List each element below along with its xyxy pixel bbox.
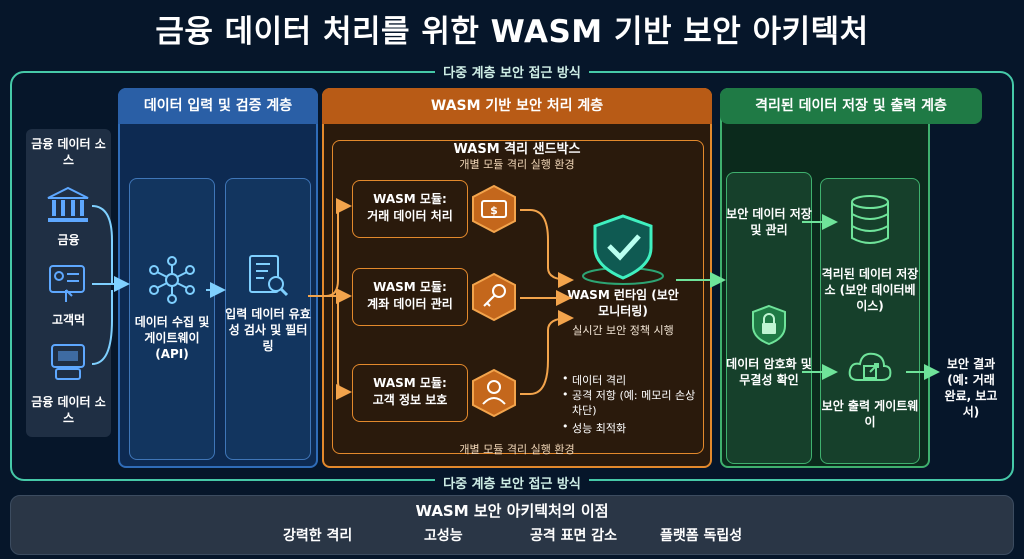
cloud-output-icon [848, 352, 892, 381]
storage-output-header: 격리된 데이터 저장 및 출력 계층 [720, 88, 982, 124]
key-icon [472, 272, 516, 322]
customer-terminal-icon [49, 265, 85, 302]
runtime-subtitle: 실시간 보안 정책 시행 [572, 324, 674, 337]
gateway-label: 데이터 수집 및 게이트웨이 (API) [134, 315, 210, 361]
atm-icon [51, 344, 85, 380]
sandbox-subtitle: 개별 모듈 격리 실행 환경 [459, 158, 575, 171]
storage-label: 격리된 데이터 저장소 (보안 데이터베이스) [821, 267, 919, 313]
source-item-customer: 고객먹 [51, 313, 86, 327]
benefits-bar [10, 495, 1014, 555]
money-icon: $ [472, 184, 516, 234]
benefit-performance: 고성능 [424, 528, 463, 544]
module-customer [352, 364, 468, 422]
bullet-isolation: 데이터 격리 [572, 374, 627, 387]
module-transaction [352, 180, 468, 238]
database-icon [851, 195, 889, 244]
module-account-line2: 계좌 데이터 관리 [367, 297, 453, 311]
source-item-data: 금융 데이터 소스 [31, 395, 106, 425]
outer-label-top: 다중 계층 보안 접근 방식 [0, 62, 1024, 81]
wasm-processing-header: WASM 기반 보안 처리 계층 [322, 88, 712, 124]
wasm-sandbox [332, 140, 704, 454]
bullet-attack-resistance: 공격 저항 (예: 메모리 손상 차단) [572, 389, 696, 417]
secure-result: 보안 결과 (예: 거래 완료, 보고서) [944, 357, 998, 419]
bullet-dot: • [562, 420, 569, 433]
sandbox-title: WASM 격리 샌드박스 [453, 142, 581, 157]
outer-label-bottom-text: 다중 계층 보안 접근 방식 [435, 477, 589, 492]
benefit-attack-surface: 공격 표면 감소 [530, 528, 618, 544]
bullet-performance: 성능 최적화 [572, 422, 627, 435]
benefit-platform-independence: 플랫폼 독립성 [660, 528, 743, 544]
validation-label: 입력 데이터 유효성 검사 및 필터링 [225, 307, 311, 353]
sandbox-footer: 개별 모듈 격리 실행 환경 [459, 443, 575, 456]
output-gateway-label: 보안 출력 게이트웨이 [821, 399, 919, 429]
bank-icon [47, 186, 89, 222]
runtime-title: WASM 런타임 (보안 모니터링) [567, 288, 679, 318]
source-item-bank: 금융 [57, 233, 80, 247]
module-customer-line1: WASM 모듈: [373, 376, 447, 390]
storage-management-label: 보안 데이터 저장 및 관리 [726, 207, 812, 237]
module-transaction-line2: 거래 데이터 처리 [367, 209, 453, 223]
sources-header: 금융 데이터 소스 [31, 137, 106, 167]
user-icon [472, 368, 516, 418]
benefit-isolation: 강력한 격리 [283, 528, 353, 544]
page-title: 금융 데이터 처리를 위한 WASM 기반 보안 아키텍처 [155, 14, 869, 50]
module-transaction-line1: WASM 모듈: [373, 192, 447, 206]
outer-label-bottom: 다중 계층 보안 접근 방식 [0, 473, 1024, 492]
lock-shield-icon [752, 304, 786, 346]
encryption-label: 데이터 암호화 및 무결성 확인 [726, 357, 812, 387]
search-checklist-icon [249, 255, 289, 297]
svg-text:$: $ [490, 204, 498, 217]
module-account-line1: WASM 모듈: [373, 280, 447, 294]
benefits-title: WASM 보안 아키텍처의 이점 [415, 502, 609, 520]
gateway-column [129, 178, 215, 460]
network-hub-icon [149, 256, 195, 304]
bullet-dot: • [562, 372, 569, 385]
validation-column [225, 178, 311, 460]
input-validation-header: 데이터 입력 및 검증 계층 [118, 88, 318, 124]
module-customer-line2: 고객 정보 보호 [372, 393, 448, 407]
shield-check-icon [582, 214, 664, 285]
bullet-dot: • [562, 388, 569, 401]
module-account [352, 268, 468, 326]
outer-label-top-text: 다중 계층 보안 접근 방식 [435, 66, 589, 81]
